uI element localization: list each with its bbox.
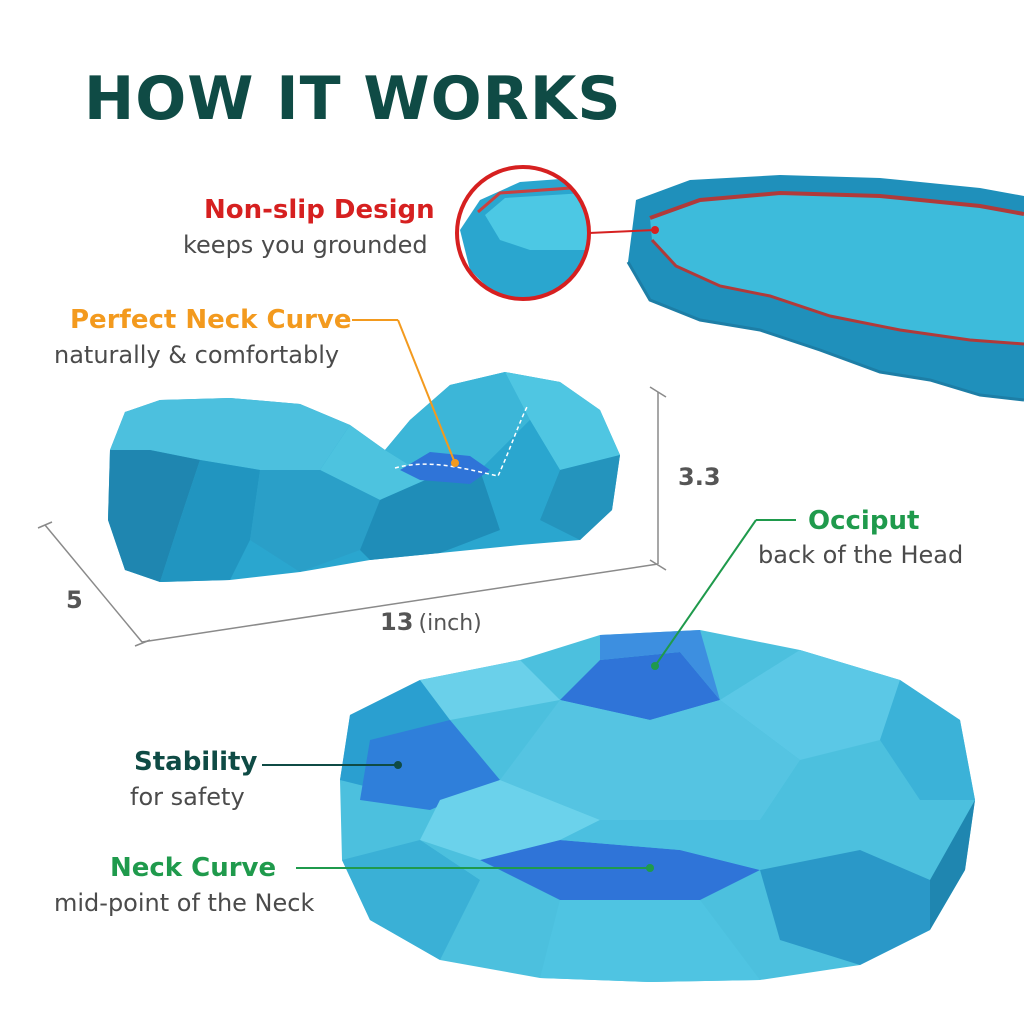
neck-curve-bottom-title: Neck Curve: [110, 853, 277, 883]
nonslip-subtitle: keeps you grounded: [183, 231, 428, 259]
page-title: HOW IT WORKS: [84, 64, 622, 134]
dimension-length: 13: [380, 608, 414, 636]
neck-curve-top-title: Perfect Neck Curve: [70, 305, 352, 335]
neck-curve-bottom-subtitle: mid-point of the Neck: [54, 889, 315, 917]
neck-curve-top-subtitle: naturally & comfortably: [54, 341, 340, 369]
dimension-length-group: 13 (inch): [380, 608, 482, 636]
zoom-magnifier-icon: [455, 165, 659, 301]
dimension-lines: [37, 386, 667, 647]
stability-title: Stability: [134, 747, 258, 777]
dimension-height: 3.3: [678, 463, 721, 491]
occiput-subtitle: back of the Head: [758, 541, 964, 569]
dimension-unit: (inch): [418, 611, 482, 636]
nonslip-title: Non-slip Design: [204, 195, 435, 225]
pillow-underside-icon: [626, 175, 1024, 402]
stability-subtitle: for safety: [130, 783, 245, 811]
pillow-underside-view: [340, 630, 975, 982]
dimension-depth: 5: [66, 586, 83, 614]
pillow-side-icon: [108, 372, 620, 582]
occiput-title: Occiput: [808, 506, 920, 536]
